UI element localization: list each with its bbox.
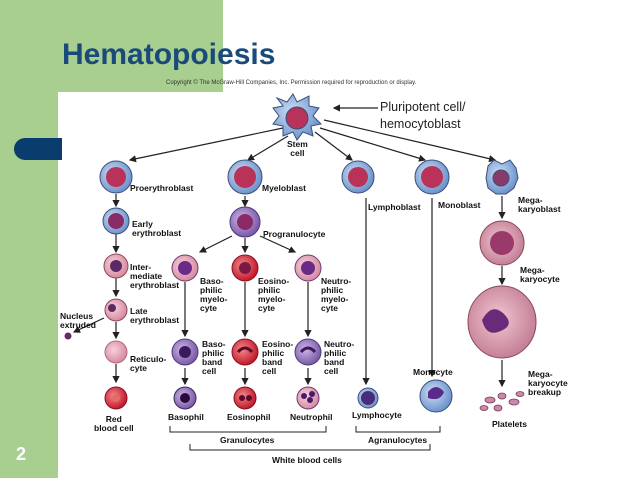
label-monoblast: Monoblast (438, 200, 481, 210)
copyright-notice: Copyright © The McGraw-Hill Companies, I… (166, 80, 417, 86)
label-basophil: Basophil (168, 412, 204, 422)
myeloblast-cell (227, 159, 263, 195)
label-nucleus-extruded: Nucleus extruded (60, 311, 96, 330)
label-megakaryocyte: Mega- karyocyte (520, 265, 560, 284)
label-reticulocyte: Reticulo- cyte (130, 354, 167, 373)
label-early-erythroblast: Early erythroblast (132, 219, 182, 238)
label-granulocytes: Granulocytes (220, 435, 275, 445)
label-lymphoblast: Lymphoblast (368, 202, 421, 212)
eosinophilic-band-cell (231, 338, 259, 366)
label-eosinophil: Eosinophil (227, 412, 271, 422)
progranulocyte-cell (229, 206, 261, 238)
label-eosinophilic-band: Eosino- philic band cell (262, 339, 294, 376)
label-late-erythroblast: Late erythroblast (130, 306, 180, 325)
label-basophilic-myelocyte: Baso- philic myelo- cyte (200, 276, 228, 313)
neutrophilic-myelocyte-cell (294, 254, 322, 282)
basophilic-band-cell (171, 338, 199, 366)
reticulocyte-cell (104, 340, 128, 364)
label-neutrophilic-band: Neutro- philic band cell (324, 339, 355, 376)
neutrophilic-band-cell (294, 338, 322, 366)
label-megakaryocyte-breakup: Mega- karyocyte breakup (528, 369, 568, 397)
extruded-nucleus (64, 332, 72, 340)
slide-title: Hematopoiesis (62, 38, 276, 71)
megakaryocyte-cell (479, 220, 525, 266)
red-blood-cell (104, 386, 128, 410)
megakaryocyte-large-cell (467, 285, 537, 359)
proerythroblast-cell (99, 160, 133, 194)
note-line-2: hemocytoblast (380, 117, 461, 131)
label-intermediate-erythroblast: Inter- mediate erythroblast (130, 262, 180, 290)
slide-tab-marker (14, 138, 62, 160)
lymphocyte-cell (357, 387, 379, 409)
label-eosinophilic-myelocyte: Eosino- philic myelo- cyte (258, 276, 290, 313)
left-accent-bar (0, 0, 58, 478)
label-platelets: Platelets (492, 419, 527, 429)
basophil-cell (173, 386, 197, 410)
label-myeloblast: Myeloblast (262, 183, 306, 193)
grouping-brackets (169, 426, 441, 451)
intermediate-erythroblast-cell (103, 253, 129, 279)
label-proerythroblast: Proerythroblast (130, 183, 194, 193)
label-megakaryoblast: Mega- karyoblast (518, 195, 561, 214)
monocyte-cell (419, 379, 453, 413)
basophilic-myelocyte-cell (171, 254, 199, 282)
label-monocyte: Monocyte (413, 367, 453, 377)
label-stem-cell: Stem cell (287, 139, 308, 158)
early-erythroblast-cell (102, 207, 130, 235)
label-red-blood-cell: Red blood cell (94, 414, 134, 433)
label-neutrophil: Neutrophil (290, 412, 333, 422)
top-accent-block (58, 0, 223, 92)
eosinophilic-myelocyte-cell (231, 254, 259, 282)
label-lymphocyte: Lymphocyte (352, 410, 402, 420)
label-white-blood-cells: White blood cells (272, 455, 342, 465)
lymphoblast-cell (341, 160, 375, 194)
label-neutrophilic-myelocyte: Neutro- philic myelo- cyte (321, 276, 352, 313)
megakaryoblast-cell (485, 159, 519, 195)
monoblast-cell (414, 159, 450, 195)
late-erythroblast-cell (104, 298, 128, 322)
stem-cell (272, 93, 323, 141)
lineage-arrows (72, 104, 506, 388)
note-line-1: Pluripotent cell/ (380, 100, 466, 114)
label-basophilic-band: Baso- philic band cell (202, 339, 226, 376)
platelets (479, 391, 525, 412)
label-agranulocytes: Agranulocytes (368, 435, 428, 445)
neutrophil-cell (296, 386, 320, 410)
label-progranulocyte: Progranulocyte (263, 229, 326, 239)
slide-number: 2 (16, 444, 27, 464)
eosinophil-cell (233, 386, 257, 410)
